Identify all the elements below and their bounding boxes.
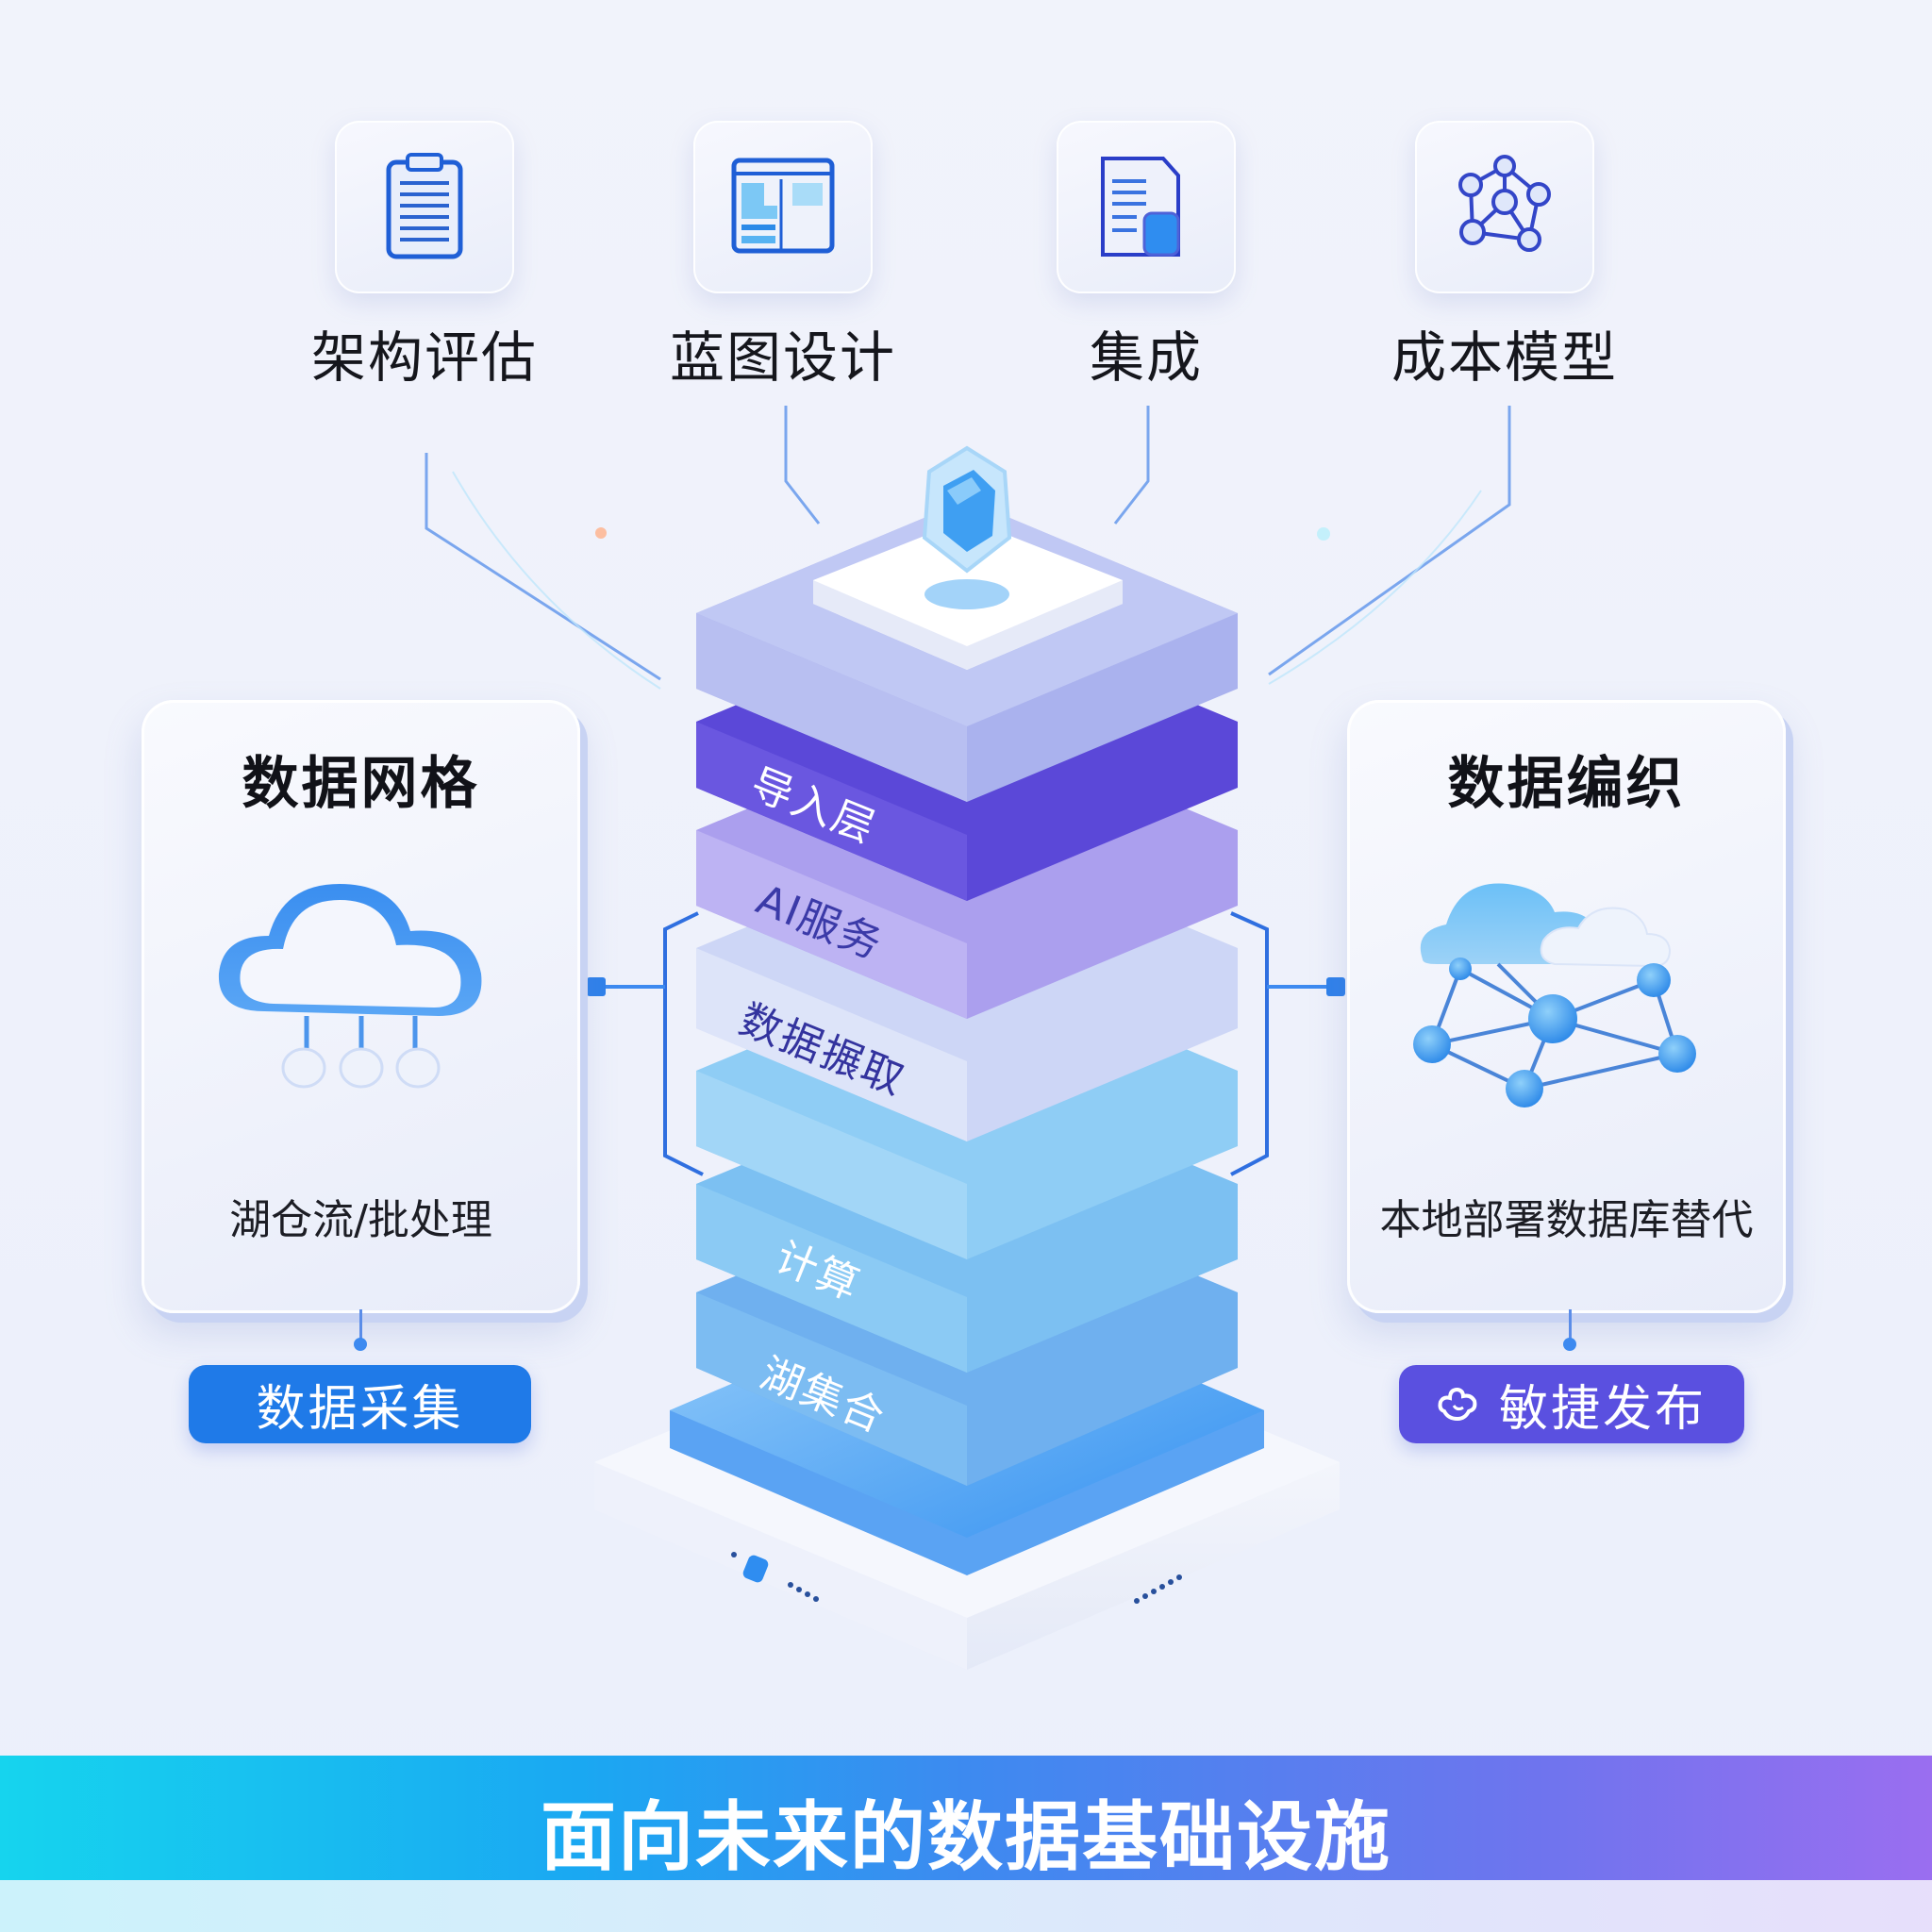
pill-label: 敏捷发布 <box>1498 1381 1707 1438</box>
network-nodes-icon <box>1458 155 1551 252</box>
crystal-hexagon-icon <box>922 445 1012 609</box>
data-collection-button[interactable]: 数据采集 <box>189 1365 531 1443</box>
right-stem-dot <box>1563 1338 1576 1351</box>
banner-reflection <box>0 1880 1932 1932</box>
icon-card-integration[interactable] <box>1057 121 1236 293</box>
right-connector-node <box>1326 977 1345 996</box>
icon-card-cost-model[interactable] <box>1415 121 1594 293</box>
left-stem <box>359 1309 362 1342</box>
top-label-cost-model: 成本模型 <box>1391 325 1618 390</box>
left-connector-node <box>587 977 606 996</box>
base-indicator-light <box>742 1555 769 1583</box>
top-label-architecture: 架构评估 <box>310 325 538 390</box>
pill-label: 数据采集 <box>256 1381 464 1438</box>
top-label-integration: 集成 <box>1089 325 1203 390</box>
clipboard-icon <box>386 153 463 259</box>
panel-title: 数据网格 <box>242 751 480 817</box>
icon-card-blueprint[interactable] <box>693 121 873 293</box>
connector-lines <box>425 406 1511 1176</box>
left-stem-dot <box>354 1338 367 1351</box>
blueprint-window-icon <box>731 158 835 254</box>
panel-data-fabric[interactable]: 数据编织 本地部署数据库替代 <box>1347 700 1786 1313</box>
document-integration-icon <box>1101 157 1180 257</box>
panel-data-mesh[interactable]: 数据网格 湖仓流/批处理 <box>142 700 580 1313</box>
agile-release-button[interactable]: 敏捷发布 <box>1399 1365 1744 1443</box>
title-banner: 面向未来的数据基础设施 <box>0 1756 1932 1881</box>
cloud-network-icon <box>1413 883 1696 1108</box>
icon-card-architecture[interactable] <box>335 121 514 293</box>
top-label-blueprint: 蓝图设计 <box>669 325 896 390</box>
puzzle-cloud-icon <box>1438 1387 1477 1421</box>
right-stem <box>1569 1309 1572 1342</box>
panel-subtitle: 湖仓流/批处理 <box>229 1196 492 1244</box>
banner-title: 面向未来的数据基础设施 <box>541 1793 1391 1881</box>
panel-title: 数据编织 <box>1447 751 1686 817</box>
panel-subtitle: 本地部署数据库替代 <box>1379 1196 1754 1244</box>
data-layer-stack <box>594 445 1340 1670</box>
cloud-connections-icon <box>218 884 482 1089</box>
